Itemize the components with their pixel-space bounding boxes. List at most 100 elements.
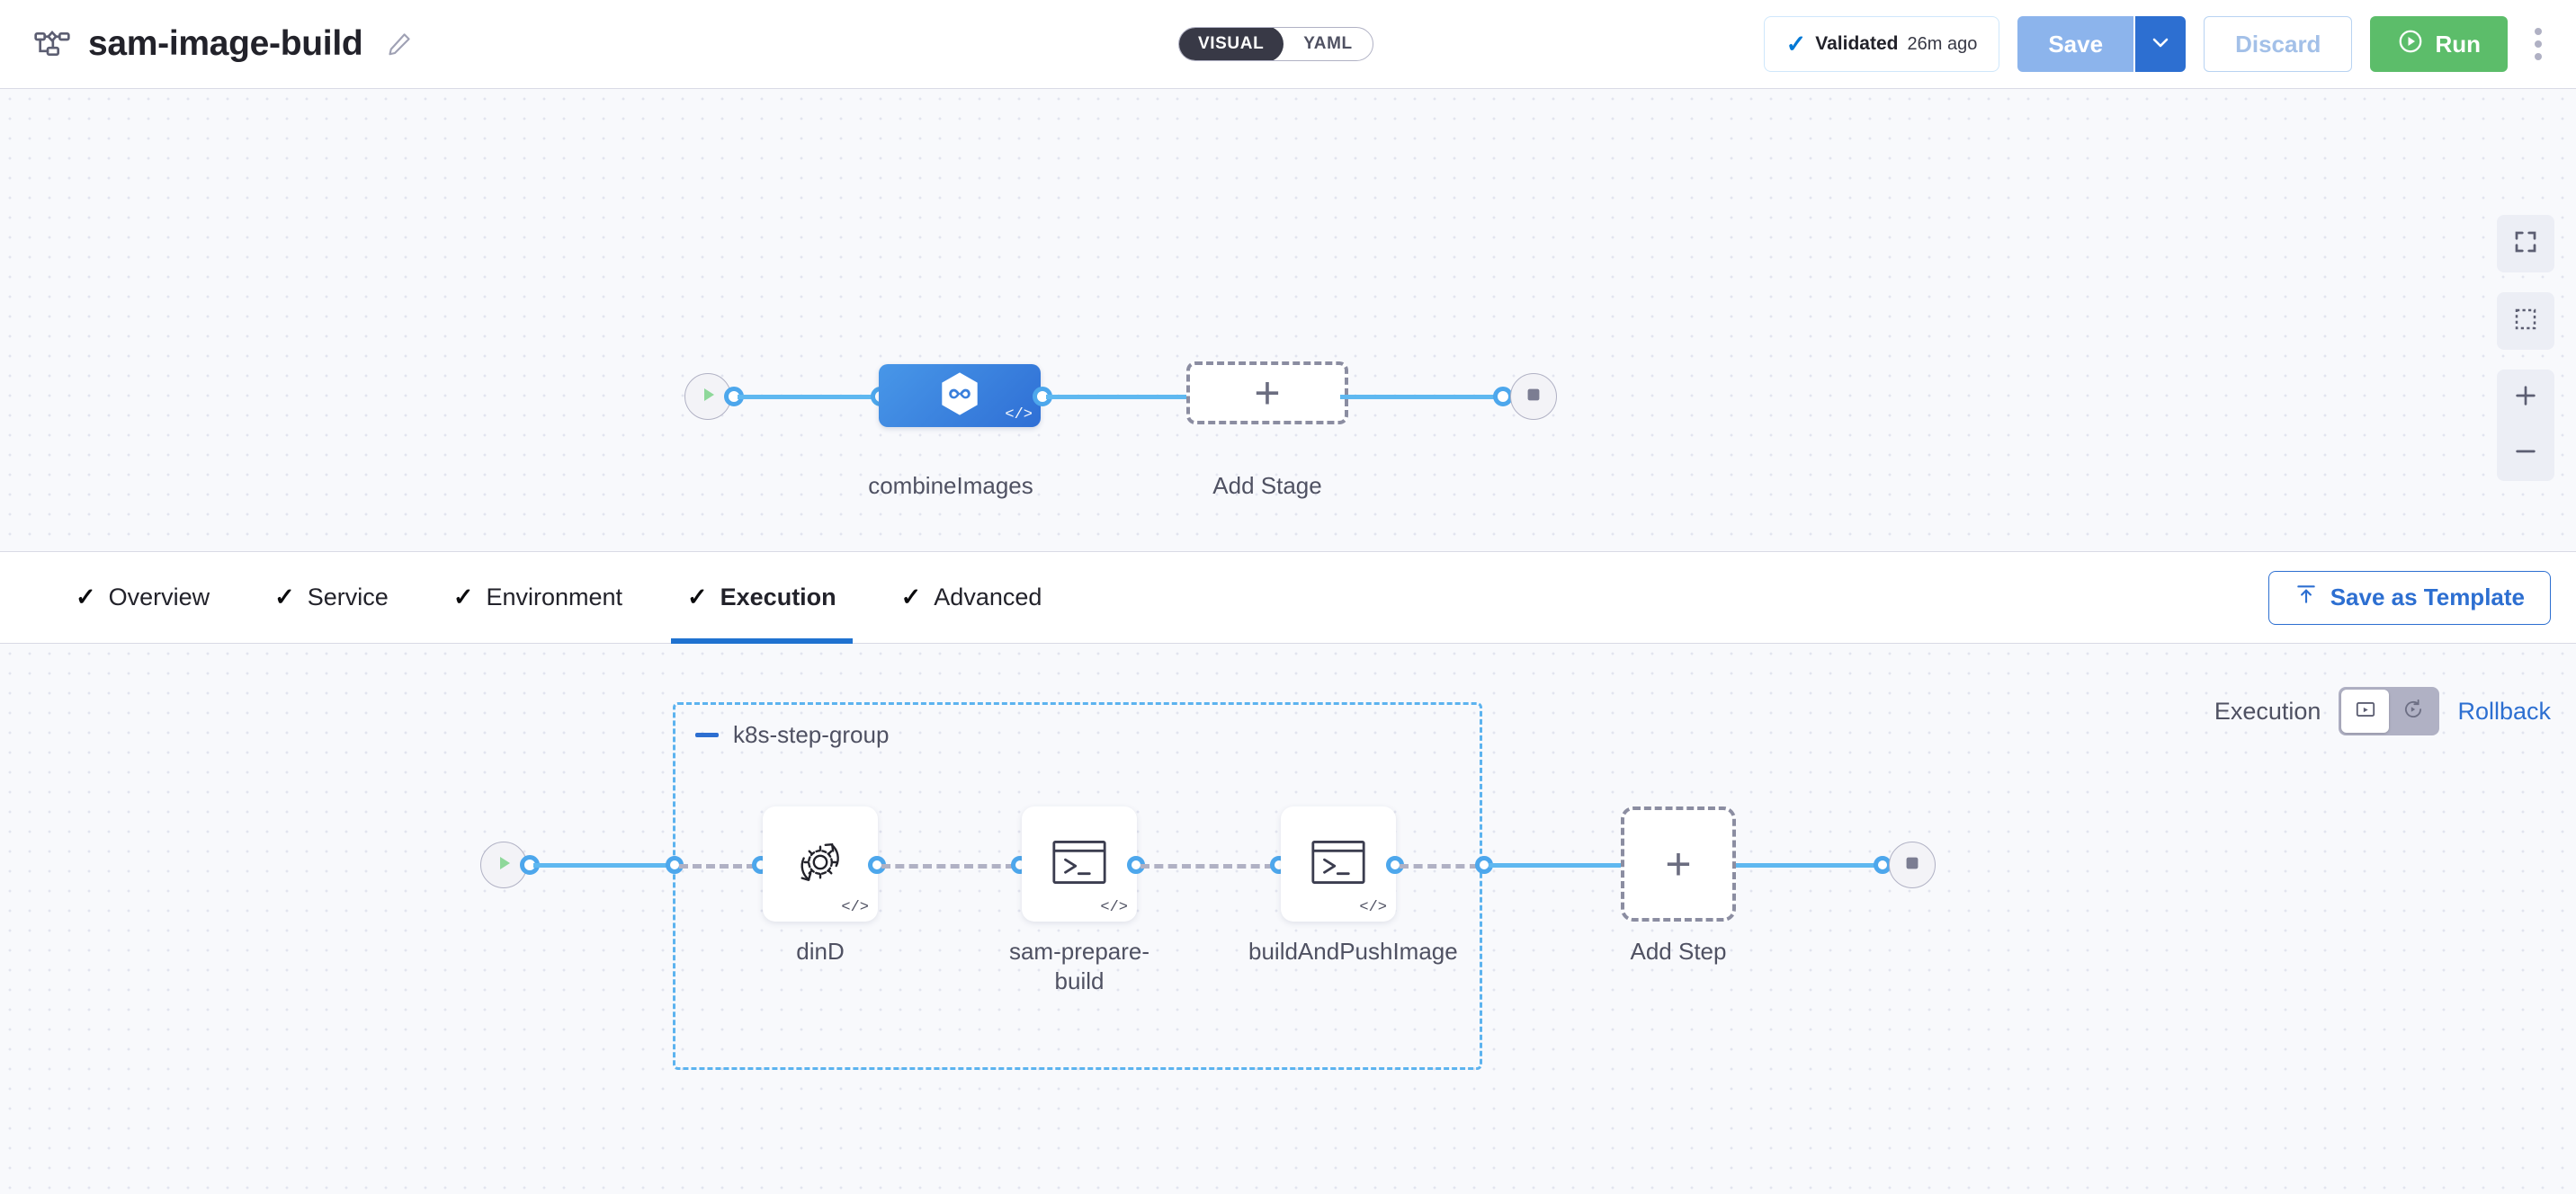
save-as-template-label: Save as Template — [2330, 584, 2525, 610]
kebab-dot — [2535, 53, 2542, 60]
execution-steps-canvas[interactable]: Execution — [0, 644, 2576, 1194]
step-code-badge: </> — [1100, 899, 1128, 916]
gear-refresh-icon — [792, 833, 849, 896]
run-button[interactable]: Run — [2370, 16, 2508, 72]
tab-advanced[interactable]: ✓ Advanced — [869, 551, 1075, 644]
stage-code-badge: </> — [1005, 406, 1033, 423]
stage-node-label: combineImages — [868, 472, 1033, 499]
view-mode-yaml[interactable]: YAML — [1303, 34, 1353, 53]
check-icon: ✓ — [1785, 30, 1807, 58]
tab-label: Environment — [486, 584, 623, 610]
stage-canvas[interactable]: </> combineImages + Add Stage — [0, 89, 2576, 551]
rollback-tab[interactable]: Rollback — [2457, 697, 2551, 725]
step-label-sam-prepare-build: sam-prepare-build — [1008, 938, 1150, 994]
check-icon: ✓ — [76, 584, 96, 610]
validation-status-badge: ✓ Validated 26m ago — [1763, 16, 2000, 72]
kebab-dot — [2535, 40, 2542, 48]
add-step-button[interactable]: + — [1621, 806, 1736, 922]
check-icon: ✓ — [900, 584, 922, 610]
zoom-stepper — [2497, 370, 2554, 481]
step-link-2 — [1140, 864, 1274, 869]
step-code-badge: </> — [841, 899, 869, 916]
step-node-build-and-push-image[interactable]: </> — [1281, 806, 1396, 922]
zoom-in-button[interactable] — [2497, 370, 2554, 425]
stage-node-combineimages[interactable]: </> — [879, 364, 1041, 427]
step-node-dind[interactable]: </> — [763, 806, 878, 922]
start-node-circle — [684, 373, 731, 420]
stage-start-node — [684, 373, 731, 420]
minus-icon — [2511, 437, 2540, 470]
tab-service[interactable]: ✓ Service — [242, 551, 421, 644]
stop-icon — [1902, 853, 1922, 878]
check-icon: ✓ — [687, 584, 708, 610]
execution-play-box-icon — [2354, 698, 2377, 726]
header-left: sam-image-build — [34, 24, 413, 64]
minus-icon[interactable] — [695, 733, 719, 737]
step-link-start — [533, 863, 682, 868]
tab-list: ✓ Overview ✓ Service ✓ Environment ✓ Exe… — [43, 551, 1074, 644]
stage-end-node — [1510, 373, 1557, 420]
pencil-icon[interactable] — [380, 31, 413, 58]
check-icon: ✓ — [452, 584, 474, 610]
kebab-menu-icon[interactable] — [2526, 21, 2551, 67]
upload-template-icon — [2294, 583, 2318, 612]
kebab-dot — [2535, 28, 2542, 35]
view-mode-visual[interactable]: VISUAL — [1178, 28, 1284, 60]
step-code-badge: </> — [1359, 899, 1387, 916]
execution-rollback-toggle-row: Execution — [2214, 687, 2551, 735]
toggle-rollback[interactable] — [2389, 690, 2437, 733]
validation-label: Validated — [1815, 33, 1899, 54]
toggle-execution[interactable] — [2341, 690, 2390, 733]
header-actions: ✓ Validated 26m ago Save Discard — [1763, 16, 2551, 72]
step-node-sam-prepare-build[interactable]: </> — [1022, 806, 1137, 922]
stage-config-tabbar: ✓ Overview ✓ Service ✓ Environment ✓ Exe… — [0, 551, 2576, 644]
stage-link-1 — [738, 395, 877, 399]
save-split-button[interactable]: Save — [2017, 16, 2187, 72]
fit-screen-icon — [2512, 228, 2539, 260]
selection-box-button[interactable] — [2497, 292, 2554, 350]
play-circle-icon — [2397, 28, 2424, 61]
play-icon — [697, 384, 719, 410]
zoom-out-button[interactable] — [2497, 425, 2554, 481]
stage-link-2 — [1046, 395, 1188, 399]
step-link-0 — [679, 864, 756, 869]
stop-icon — [1524, 385, 1543, 409]
step-group-title: k8s-step-group — [733, 721, 890, 748]
fit-to-screen-button[interactable] — [2497, 215, 2554, 272]
canvas-zoom-controls — [2497, 215, 2554, 481]
step-group-header: k8s-step-group — [695, 721, 889, 749]
step-link-5 — [1736, 863, 1879, 868]
tab-label: Execution — [720, 584, 836, 610]
save-dropdown-button[interactable] — [2135, 16, 2187, 72]
tab-overview[interactable]: ✓ Overview — [43, 551, 242, 644]
execution-label: Execution — [2214, 697, 2321, 725]
chevron-down-icon — [2150, 31, 2171, 58]
step-group-k8s[interactable]: k8s-step-group — [673, 702, 1482, 1070]
execution-rollback-toggle[interactable] — [2339, 687, 2440, 735]
page-title: sam-image-build — [88, 24, 363, 63]
add-stage-button[interactable]: + — [1186, 361, 1348, 424]
tab-environment[interactable]: ✓ Environment — [421, 551, 655, 644]
step-end-node — [1889, 842, 1936, 888]
step-link-1 — [881, 864, 1015, 869]
tab-label: Advanced — [934, 584, 1042, 610]
add-stage-label: Add Stage — [1212, 472, 1322, 499]
rollback-arrow-icon — [2402, 698, 2425, 726]
view-mode-toggle[interactable]: VISUAL YAML — [1178, 27, 1373, 61]
validation-timestamp: 26m ago — [1907, 33, 1978, 54]
save-button[interactable]: Save — [2017, 16, 2136, 72]
check-icon: ✓ — [274, 584, 295, 610]
step-link-4 — [1489, 863, 1623, 868]
tab-label: Service — [307, 584, 389, 610]
harness-infinity-icon — [935, 370, 984, 423]
marquee-select-icon — [2512, 306, 2539, 337]
tab-execution[interactable]: ✓ Execution — [655, 551, 869, 644]
step-label-dind: dinD — [796, 938, 845, 965]
save-as-template-button[interactable]: Save as Template — [2267, 570, 2551, 625]
tab-label: Overview — [108, 584, 210, 610]
plus-icon: + — [1665, 839, 1692, 889]
terminal-icon — [1310, 839, 1366, 890]
discard-button[interactable]: Discard — [2204, 16, 2353, 72]
pipeline-flow-icon — [34, 26, 70, 62]
